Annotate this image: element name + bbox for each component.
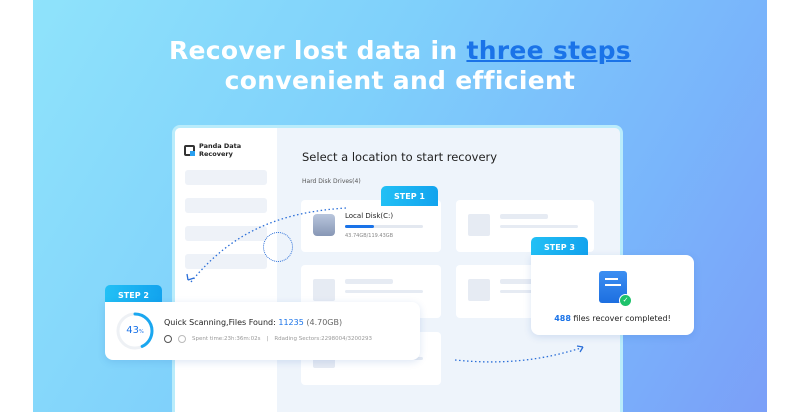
app-logo: Panda Data Recovery bbox=[184, 142, 277, 158]
scan-details: Spent time:23h:36m:02s | Rdading Sectors… bbox=[164, 335, 372, 343]
recovery-complete-card: ✓ 488 files recover completed! bbox=[531, 255, 694, 335]
scan-status: Quick Scanning,Files Found: 11235 (4.70G… bbox=[164, 318, 343, 327]
headline-highlight: three steps bbox=[466, 36, 631, 65]
spent-time: Spent time:23h:36m:02s bbox=[192, 336, 261, 342]
sidebar-item[interactable] bbox=[185, 226, 267, 241]
sidebar-item[interactable] bbox=[185, 198, 267, 213]
section-label: Hard Disk Drives(4) bbox=[302, 178, 361, 185]
progress-percent: 43% bbox=[126, 325, 144, 336]
separator: | bbox=[266, 336, 269, 342]
progress-ring bbox=[116, 312, 154, 350]
step1-badge: STEP 1 bbox=[381, 186, 438, 206]
play-icon[interactable] bbox=[178, 335, 186, 343]
step3-badge: STEP 3 bbox=[531, 237, 588, 257]
logo-icon bbox=[184, 144, 195, 156]
dotted-connectors bbox=[186, 207, 584, 363]
sidebar-item[interactable] bbox=[185, 254, 267, 269]
banner: Recover lost data in three steps conveni… bbox=[33, 0, 767, 412]
recovery-message: 488 files recover completed! bbox=[554, 314, 671, 323]
headline-line2: convenient and efficient bbox=[224, 66, 576, 95]
main-title: Select a location to start recovery bbox=[302, 150, 498, 164]
scan-progress-card: 43% Quick Scanning,Files Found: 11235 (4… bbox=[105, 302, 420, 360]
disk-name: Local Disk(C:) bbox=[345, 212, 394, 220]
headline-text: Recover lost data in bbox=[169, 36, 467, 65]
sidebar-item[interactable] bbox=[185, 170, 267, 185]
recovered-count: 488 bbox=[554, 314, 571, 323]
check-icon: ✓ bbox=[619, 294, 632, 307]
step2-badge: STEP 2 bbox=[105, 285, 162, 305]
disk-icon bbox=[313, 214, 335, 236]
reading-sectors: Rdading Sectors:2298004/3200293 bbox=[274, 336, 372, 342]
sidebar: Panda Data Recovery bbox=[175, 128, 277, 412]
disk-usage-text: 43.74GB/119.43GB bbox=[345, 233, 394, 239]
headline-line1: Recover lost data in three steps bbox=[33, 36, 767, 65]
disk-usage-fill bbox=[345, 225, 374, 228]
pause-icon[interactable] bbox=[164, 335, 172, 343]
files-found-count: 11235 bbox=[278, 318, 304, 327]
disk-usage-bar bbox=[345, 225, 423, 228]
app-name: Panda Data Recovery bbox=[198, 142, 242, 158]
dotted-path bbox=[263, 232, 293, 262]
document-icon: ✓ bbox=[599, 271, 632, 307]
disk-card-c[interactable]: Local Disk(C:) 43.74GB/119.43GB bbox=[301, 200, 441, 252]
found-size: (4.70GB) bbox=[306, 318, 343, 327]
